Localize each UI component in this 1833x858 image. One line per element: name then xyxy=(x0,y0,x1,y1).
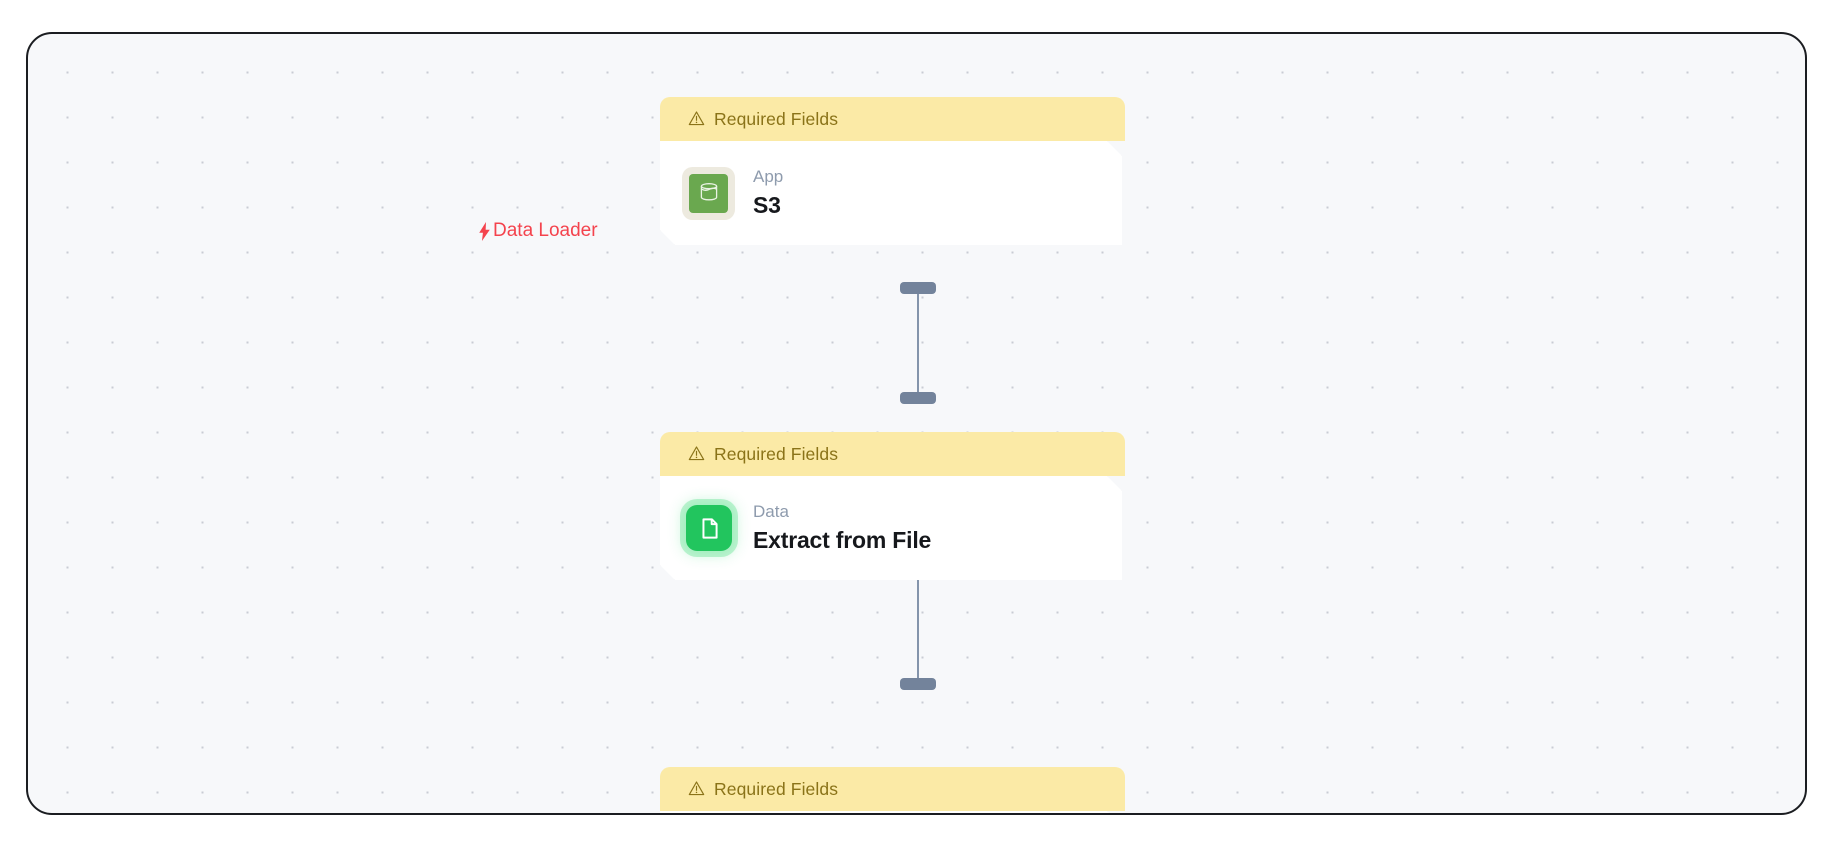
edge-handle-source[interactable] xyxy=(900,282,936,294)
node-s3[interactable]: Required Fields App S3 xyxy=(660,97,1125,245)
node-banner-required-fields: Required Fields xyxy=(660,432,1125,476)
data-loader-annotation: Data Loader xyxy=(477,220,598,242)
node-body[interactable]: Data Extract from File xyxy=(660,476,1122,580)
edge-extract-to-third[interactable] xyxy=(900,568,936,690)
edge-line xyxy=(917,288,919,398)
node-banner-required-fields: Required Fields xyxy=(660,767,1125,811)
node-title-label: S3 xyxy=(753,191,781,218)
edge-handle-target[interactable] xyxy=(900,392,936,404)
node-banner-label: Required Fields xyxy=(714,108,839,129)
node-kind-label: Data xyxy=(753,501,789,521)
file-document-icon xyxy=(686,505,732,551)
node-body[interactable] xyxy=(660,811,1122,815)
s3-bucket-icon xyxy=(689,174,728,213)
node-kind-label: App xyxy=(753,166,784,186)
node-body[interactable]: App S3 xyxy=(660,141,1122,245)
node-extract-from-file[interactable]: Required Fields Data Extract from File xyxy=(660,432,1125,580)
flow-canvas[interactable]: Data Loader Requ xyxy=(26,32,1807,815)
warning-triangle-icon xyxy=(688,445,705,462)
node-third[interactable]: Required Fields xyxy=(660,767,1125,815)
warning-triangle-icon xyxy=(688,780,705,797)
edge-handle-target[interactable] xyxy=(900,678,936,690)
node-text: App S3 xyxy=(753,168,783,218)
warning-triangle-icon xyxy=(688,110,705,127)
node-banner-required-fields: Required Fields xyxy=(660,97,1125,141)
edge-line xyxy=(917,574,919,684)
edge-s3-to-extract[interactable] xyxy=(900,282,936,404)
lightning-bolt-icon xyxy=(477,221,492,241)
node-banner-label: Required Fields xyxy=(714,778,839,799)
node-banner-label: Required Fields xyxy=(714,443,839,464)
node-text: Data Extract from File xyxy=(753,503,931,553)
data-loader-label: Data Loader xyxy=(493,220,598,241)
node-title-label: Extract from File xyxy=(753,526,932,553)
